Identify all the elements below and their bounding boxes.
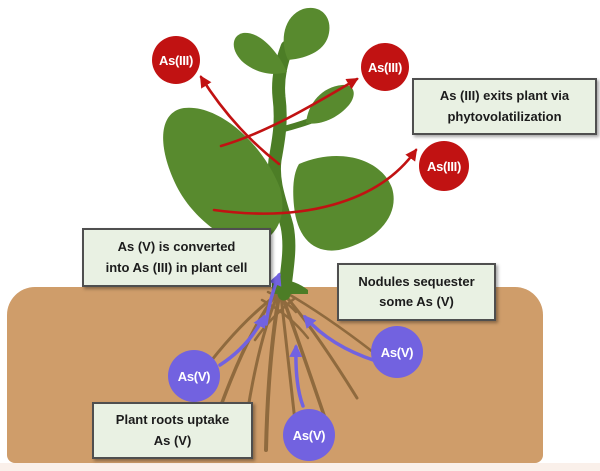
- callout-line: Nodules sequester: [358, 273, 475, 289]
- purple-arrow-from-left: [218, 314, 266, 367]
- callout-line: into As (III) in plant cell: [105, 259, 248, 275]
- plant-leaves: [163, 7, 394, 251]
- callout-line: As (V): [153, 432, 192, 448]
- arsenate-uptake-arrows: [218, 272, 378, 408]
- leaf: [233, 32, 287, 74]
- red-arrow-to-mid-right: [212, 148, 418, 215]
- arsenite-badge-top-right: As(III): [361, 43, 409, 91]
- callout-nodules: Nodules sequester some As (V): [337, 263, 496, 321]
- arsenate-badge-bottom: As(V): [283, 409, 335, 461]
- arsenite-badge-top-left: As(III): [152, 36, 200, 84]
- leaf: [283, 7, 330, 60]
- callout-uptake: Plant roots uptake As (V): [92, 402, 253, 459]
- callout-line: phytovolatilization: [447, 108, 562, 124]
- purple-arrow-from-right: [303, 314, 378, 363]
- arsenate-badge-right: As(V): [371, 326, 423, 378]
- callout-line: some As (V): [379, 294, 454, 309]
- purple-arrow-up-stem: [264, 272, 282, 326]
- arsenate-badge-left: As(V): [168, 350, 220, 402]
- callout-phytovolatilization: As (III) exits plant via phytovolatiliza…: [412, 78, 597, 135]
- purple-arrow-from-bottom: [289, 344, 305, 408]
- callout-conversion: As (V) is converted into As (III) in pla…: [82, 228, 271, 287]
- leaf: [163, 107, 283, 244]
- arsenite-badge-mid-right: As(III): [419, 141, 469, 191]
- red-arrow-to-top-left: [199, 75, 281, 166]
- leaf: [293, 155, 394, 251]
- callout-line: As (III) exits plant via: [439, 88, 570, 104]
- leaf: [306, 84, 354, 124]
- arsenite-emission-arrows: [199, 75, 418, 215]
- callout-line: Plant roots uptake: [115, 412, 230, 428]
- ground-edge-strip: [0, 463, 600, 471]
- red-arrow-to-top-right: [219, 77, 359, 148]
- callout-line: As (V) is converted: [117, 239, 236, 255]
